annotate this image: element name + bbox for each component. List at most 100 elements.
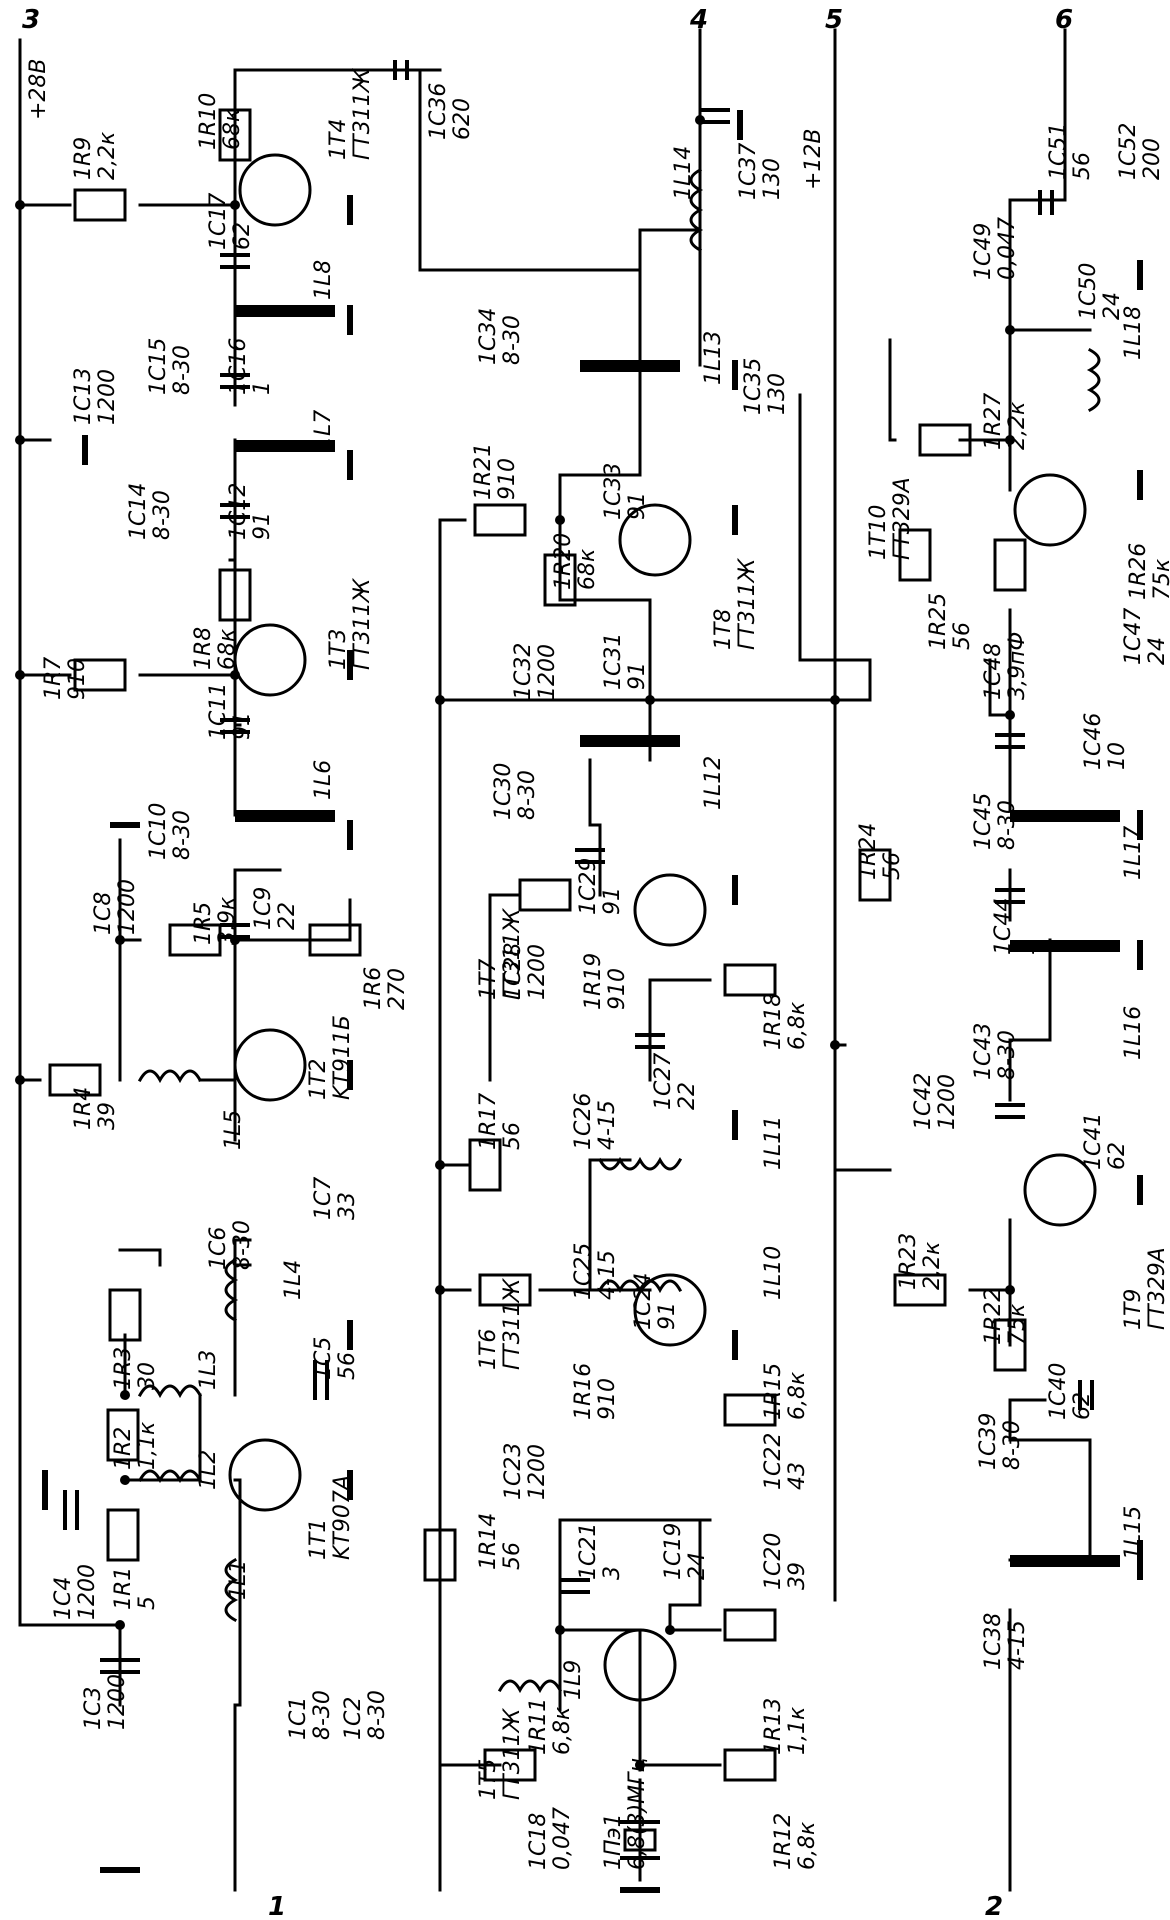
- designator-1R17: 1R17: [476, 1093, 501, 1150]
- designator-1R16: 1R16: [571, 1363, 596, 1420]
- label-1L12: 1L12: [701, 756, 726, 810]
- designator-1C14: 1C14: [126, 483, 151, 540]
- value-1C4: 1200: [75, 1564, 100, 1620]
- value-1R16: 910: [595, 1378, 620, 1420]
- label-1R12: 1R126,8к: [771, 1813, 820, 1870]
- value-1T10: ГТ329А: [890, 477, 915, 560]
- designator-1C28: 1C28: [501, 943, 526, 1000]
- value-1C13: 1200: [95, 369, 120, 425]
- terminal-2-label: 2: [985, 1892, 1003, 1920]
- value-1C35: 130: [765, 373, 790, 415]
- label-1R20: 1R2068к: [551, 533, 600, 590]
- label-1C16: 1C161: [226, 338, 275, 395]
- value-1R3: 30: [135, 1362, 160, 1390]
- designator-1C9: 1C9: [251, 887, 276, 930]
- designator-1C23: 1C23: [501, 1443, 526, 1500]
- value-1C45: 8-30: [995, 800, 1020, 850]
- label-1R27: 1R272,2к: [981, 393, 1030, 450]
- label-1C42: 1C421200: [911, 1073, 960, 1130]
- label-1C35: 1C35130: [741, 358, 790, 415]
- designator-1T6: 1T6: [476, 1329, 501, 1370]
- value-1R6: 270: [385, 968, 410, 1010]
- value-1R8: 68к: [215, 628, 240, 670]
- label-1C8: 1C81200: [91, 879, 140, 935]
- value-1C10: 8-30: [170, 810, 195, 860]
- value-1C34: 8-30: [500, 315, 525, 365]
- designator-1C4: 1C4: [51, 1577, 76, 1620]
- value-1C12: 91: [250, 512, 275, 540]
- designator-1R24: 1R24: [856, 823, 881, 880]
- designator-1L2: 1L2: [196, 1450, 221, 1490]
- designator-1C42: 1C42: [911, 1073, 936, 1130]
- designator-1C40: 1C40: [1046, 1363, 1071, 1420]
- value-1R11: 6,8к: [550, 1706, 575, 1755]
- label-1T5: 1T5ГТ311Ж: [476, 1707, 525, 1800]
- label-1T1: 1T1KT907A: [306, 1475, 355, 1560]
- designator-1R8: 1R8: [191, 627, 216, 670]
- designator-1R15: 1R15: [761, 1363, 786, 1420]
- designator-1T3: 1T3: [326, 629, 351, 670]
- value-1R4: 39: [95, 1102, 120, 1130]
- value-1R9: 2,2к: [95, 131, 120, 180]
- value-1C22: 43: [785, 1462, 810, 1490]
- label-1L2: 1L2: [196, 1450, 221, 1490]
- designator-1L14: 1L14: [671, 146, 696, 200]
- value-1Пэ1: 6,8(3)МГц: [625, 1758, 650, 1870]
- value-1C31: 91: [625, 662, 650, 690]
- designator-1C43: 1C43: [971, 1023, 996, 1080]
- value-1T4: ГТ311Ж: [350, 67, 375, 160]
- supply-28v-label: +28В: [26, 58, 51, 120]
- label-1L10: 1L10: [761, 1246, 786, 1300]
- transistor-1T9: [1023, 1153, 1097, 1227]
- label-1C48: 1C483,9пФ: [981, 632, 1030, 700]
- value-1T7: ГТ311Ж: [500, 907, 525, 1000]
- value-1C27: 22: [675, 1082, 700, 1110]
- value-1R10: 68к: [220, 108, 245, 150]
- label-1C38: 1C384-15: [981, 1613, 1030, 1670]
- designator-1L1: 1L1: [226, 1560, 251, 1600]
- value-1C20: 39: [785, 1562, 810, 1590]
- junction-dots: [15, 115, 1015, 1770]
- designator-1R26: 1R26: [1126, 543, 1151, 600]
- label-1C43: 1C438-30: [971, 1023, 1020, 1080]
- designator-1R1: 1R1: [111, 1567, 136, 1610]
- label-1L17: 1L17: [1121, 826, 1146, 880]
- designator-1C41: 1C41: [1081, 1113, 1106, 1170]
- label-1R24: 1R2456: [856, 823, 905, 880]
- value-1R27: 2,2к: [1005, 401, 1030, 450]
- value-1C11: 91: [230, 712, 255, 740]
- designator-1C30: 1C30: [491, 763, 516, 820]
- designator-1C17: 1C17: [206, 193, 231, 250]
- value-1C36: 620: [450, 98, 475, 140]
- wires: [18, 28, 1092, 1892]
- transistor-1T8: [618, 503, 692, 577]
- designator-1C51: 1C51: [1046, 123, 1071, 180]
- transistor-1T2: [233, 1028, 307, 1102]
- label-1R22: 1R2275к: [981, 1288, 1030, 1345]
- value-1C38: 4-15: [1005, 1620, 1030, 1670]
- label-1C29: 1C2991: [576, 858, 625, 915]
- value-1C28: 1200: [525, 944, 550, 1000]
- designator-1C22: 1C22: [761, 1433, 786, 1490]
- designator-1L18: 1L18: [1121, 306, 1146, 360]
- designator-1C46: 1C46: [1081, 713, 1106, 770]
- value-1C51: 56: [1070, 152, 1095, 180]
- designator-1C19: 1C19: [661, 1523, 686, 1580]
- designator-1L5: 1L5: [221, 1110, 246, 1150]
- designator-1C52: 1C52: [1116, 123, 1141, 180]
- label-1L16: 1L16: [1121, 1006, 1146, 1060]
- value-1C9: 22: [275, 902, 300, 930]
- designator-1R25: 1R25: [926, 593, 951, 650]
- designator-1R22: 1R22: [981, 1288, 1006, 1345]
- label-1R9: 1R92,2к: [71, 131, 120, 180]
- value-1C3: 1200: [105, 1674, 130, 1730]
- value-1T3: ГТ311Ж: [350, 577, 375, 670]
- designator-1L9: 1L9: [561, 1660, 586, 1700]
- designator-1C31: 1C31: [601, 633, 626, 690]
- supply-12v-label: +12В: [801, 128, 826, 190]
- designator-1L8: 1L8: [311, 260, 336, 300]
- label-1C6: 1C68-30: [206, 1220, 255, 1270]
- value-1T6: ГТ311Ж: [500, 1277, 525, 1370]
- value-1C33: 91: [625, 492, 650, 520]
- designator-1C39: 1C39: [976, 1413, 1001, 1470]
